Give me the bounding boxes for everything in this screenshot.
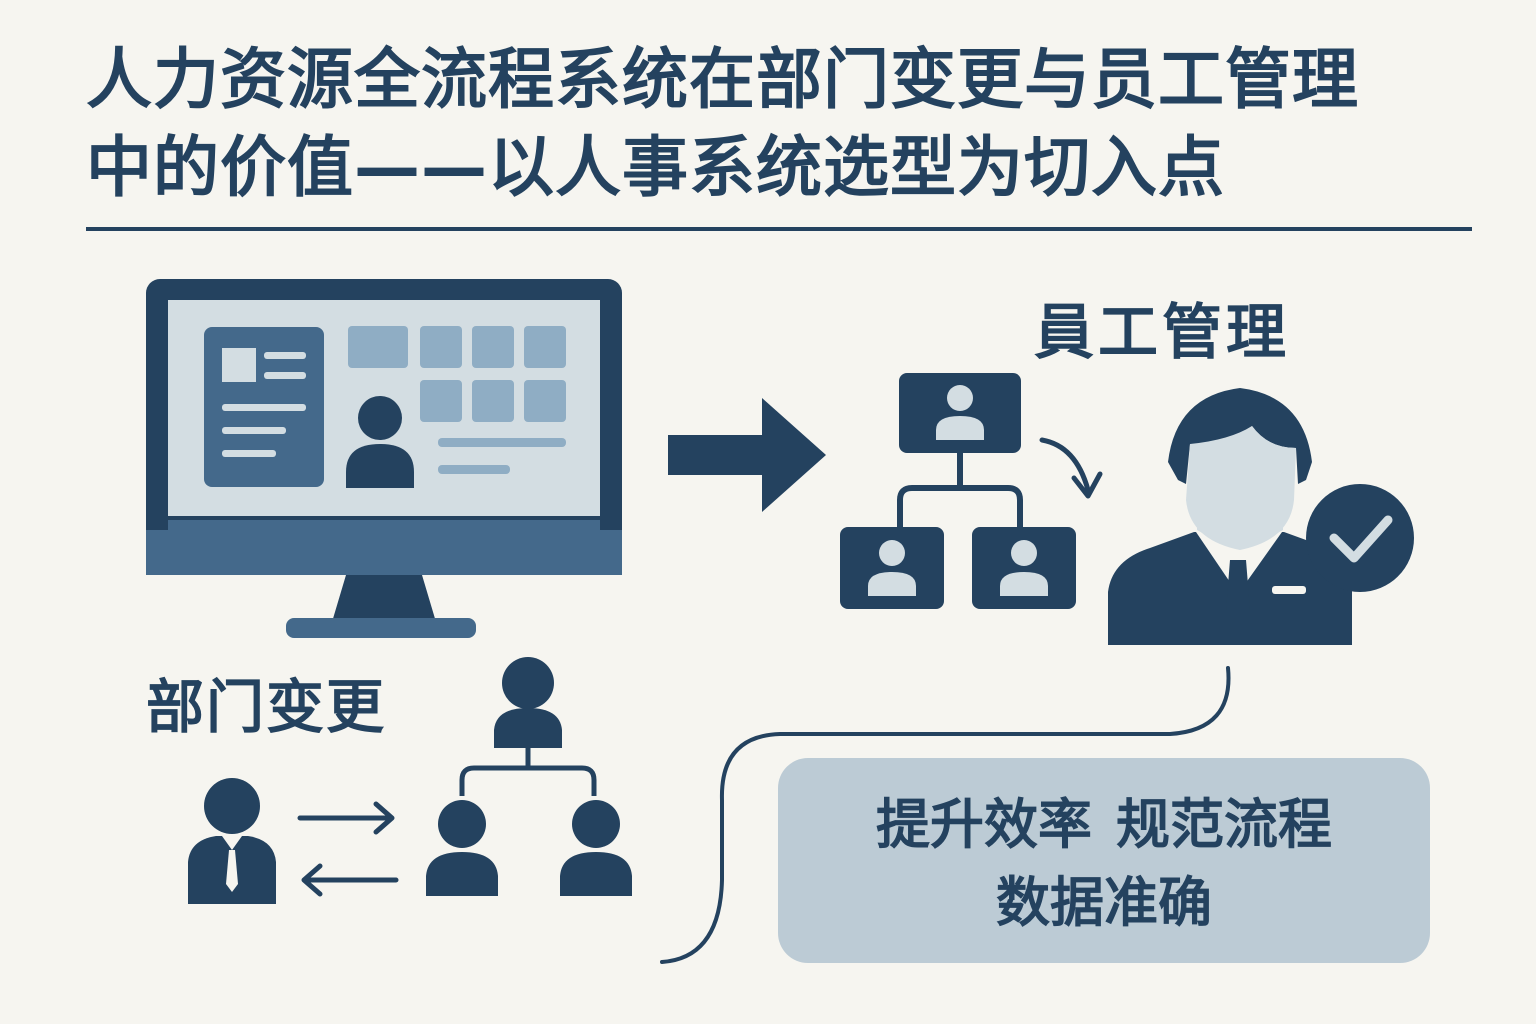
info-bar [438, 465, 510, 474]
hr-system-monitor-icon [146, 279, 622, 638]
org-node-left [840, 527, 944, 609]
org-node-right [972, 527, 1076, 609]
title-line-2: 中的价值——以人事系统选型为切入点 [86, 129, 1225, 206]
check-circle-icon [1306, 484, 1414, 592]
connector-line [660, 666, 1231, 964]
benefits-box: 提升效率规范流程 数据准确 [778, 758, 1430, 963]
org-node-top [899, 373, 1021, 453]
document-card-icon [204, 327, 324, 487]
info-bar [438, 438, 566, 447]
team-hierarchy-icon [426, 657, 632, 896]
exchange-arrows-icon [297, 801, 399, 897]
org-chart-icon [840, 373, 1076, 609]
benefit-efficiency: 提升效率 [876, 793, 1092, 856]
title-line-1: 人力资源全流程系统在部门变更与员工管理 [86, 41, 1359, 118]
title-divider [86, 227, 1472, 231]
benefit-accuracy: 数据准确 [996, 871, 1212, 934]
employee-management-label: 員工管理 [1034, 298, 1290, 368]
page-title: 人力资源全流程系统在部门变更与员工管理 中的价值——以人事系统选型为切入点 [86, 36, 1486, 212]
benefits-line-2: 数据准确 [778, 864, 1430, 942]
department-change-label: 部门变更 [146, 673, 387, 741]
employee-icon [188, 778, 276, 904]
curved-arrow-icon [1039, 437, 1103, 499]
benefit-standardize: 规范流程 [1116, 793, 1332, 856]
benefits-line-1: 提升效率规范流程 [778, 786, 1430, 864]
app-tiles-grid [348, 326, 566, 422]
businessman-icon [1108, 388, 1352, 645]
arrow-right-icon [668, 398, 826, 512]
profile-user-icon [346, 396, 414, 488]
